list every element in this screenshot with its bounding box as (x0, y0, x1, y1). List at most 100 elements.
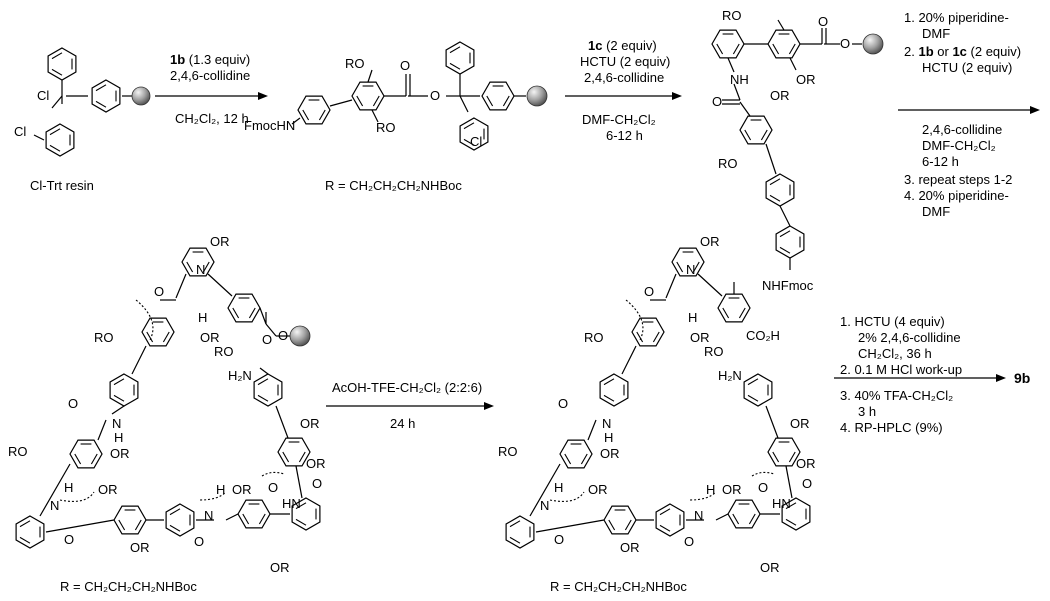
atom-or: OR (200, 330, 220, 345)
atom-n: N (694, 508, 703, 523)
atom-h: H (114, 430, 123, 445)
atom-o: O (802, 476, 812, 491)
step5-base: 2% 2,4,6-collidine (858, 330, 961, 345)
step3-coupling-agent: HCTU (2 equiv) (922, 60, 1012, 75)
atom-or: OR (270, 560, 290, 575)
resin-bead-icon (862, 33, 884, 55)
step2-base: 2,4,6-collidine (584, 70, 664, 85)
atom-nh: NH (730, 72, 749, 87)
atom-h: H (198, 310, 207, 325)
reaction-step-1: 1b (1.3 equiv) 2,4,6-collidine CH₂Cl₂, 1… (155, 52, 268, 126)
atom-o-link: O (430, 88, 440, 103)
atom-cl: Cl (37, 88, 49, 103)
atom-h: H (216, 482, 225, 497)
atom-or: OR (796, 456, 816, 471)
atom-ro: RO (345, 56, 365, 71)
dimer-resin-structure: RO O O OR NH O OR RO NHFmoc (711, 8, 884, 293)
step3-final-deprotection: 4. 20% piperidine- (904, 188, 1009, 203)
atom-ro: RO (704, 344, 724, 359)
atom-n: N (686, 262, 695, 277)
resin-bead-icon (289, 325, 311, 347)
atom-o: O (262, 332, 272, 347)
linear-hexamer-acid-structure: OR N O H OR RO RO CO₂H H₂N O N H OR RO O… (498, 234, 816, 594)
atom-o: O (154, 284, 164, 299)
step5-deprotection: 3. 40% TFA-CH₂Cl₂ (840, 388, 953, 403)
atom-n: N (540, 498, 549, 513)
atom-ro: RO (722, 8, 742, 23)
resin-bead-icon (131, 86, 151, 106)
atom-n: N (196, 262, 205, 277)
step3-time: 6-12 h (922, 154, 959, 169)
atom-o: O (64, 532, 74, 547)
atom-cl: Cl (14, 124, 26, 139)
atom-o: O (712, 94, 722, 109)
atom-or: OR (98, 482, 118, 497)
reaction-step-2: 1c (2 equiv) HCTU (2 equiv) 2,4,6-collid… (565, 38, 682, 143)
atom-o-link: O (278, 328, 288, 343)
atom-co2h: CO₂H (746, 328, 780, 343)
linear-hexamer-resin-structure: OR N O H OR RO RO O O H₂N O N H OR RO OR… (8, 234, 326, 594)
atom-h: H (688, 310, 697, 325)
final-compound-label: 9b (1014, 370, 1030, 386)
step2-coupling-agent: HCTU (2 equiv) (580, 54, 670, 69)
atom-fmochn: FmocHN (244, 118, 295, 133)
step4-time: 24 h (390, 416, 415, 431)
reaction-step-3: 1. 20% piperidine- DMF 2. 1b or 1c (2 eq… (898, 10, 1040, 219)
atom-n: N (50, 498, 59, 513)
atom-cl: Cl (470, 134, 482, 149)
step1-reagent: 1b (1.3 equiv) (170, 52, 250, 67)
atom-or: OR (130, 540, 150, 555)
atom-o: O (194, 534, 204, 549)
reaction-step-4: AcOH-TFE-CH₂Cl₂ (2:2:6) 24 h (326, 380, 494, 431)
atom-h: H (604, 430, 613, 445)
step5-purification: 4. RP-HPLC (9%) (840, 420, 943, 435)
atom-or: OR (760, 560, 780, 575)
resin-name-label: Cl-Trt resin (30, 178, 94, 193)
r-definition-bottom-right: R = CH₂CH₂CH₂NHBoc (550, 579, 687, 594)
atom-o: O (818, 14, 828, 29)
atom-or: OR (300, 416, 320, 431)
atom-or: OR (588, 482, 608, 497)
step3-deprotection: 1. 20% piperidine- (904, 10, 1009, 25)
biphenyl-ester-resin-structure: RO O O FmocHN RO Cl R = CH₂CH₂CH₂NHBoc (244, 41, 548, 193)
atom-o: O (758, 480, 768, 495)
atom-or: OR (210, 234, 230, 249)
atom-or: OR (620, 540, 640, 555)
atom-nhfmoc: NHFmoc (762, 278, 814, 293)
r-definition-top: R = CH₂CH₂CH₂NHBoc (325, 178, 462, 193)
step2-solvent: DMF-CH₂Cl₂ (582, 112, 656, 127)
atom-ro: RO (376, 120, 396, 135)
atom-h: H (64, 480, 73, 495)
atom-o-link: O (840, 36, 850, 51)
atom-o: O (554, 532, 564, 547)
cl-trt-resin-structure: Cl Cl Cl-Trt resin (14, 47, 151, 193)
atom-h: H (706, 482, 715, 497)
resin-bead-icon (526, 85, 548, 107)
atom-o: O (400, 58, 410, 73)
atom-o: O (68, 396, 78, 411)
atom-or: OR (110, 446, 130, 461)
step5-deprotection-time: 3 h (858, 404, 876, 419)
step1-conditions: CH₂Cl₂, 12 h (175, 111, 249, 126)
atom-o: O (268, 480, 278, 495)
step5-workup: 2. 0.1 M HCl work-up (840, 362, 962, 377)
atom-ro: RO (718, 156, 738, 171)
atom-or: OR (306, 456, 326, 471)
step1-base: 2,4,6-collidine (170, 68, 250, 83)
atom-o: O (312, 476, 322, 491)
atom-or: OR (722, 482, 742, 497)
atom-or: OR (790, 416, 810, 431)
atom-o: O (684, 534, 694, 549)
atom-or: OR (770, 88, 790, 103)
step2-reagent: 1c (2 equiv) (588, 38, 657, 53)
atom-hn: HN (282, 496, 301, 511)
atom-n: N (204, 508, 213, 523)
atom-n: N (602, 416, 611, 431)
atom-h: H (554, 480, 563, 495)
atom-h2n: H₂N (228, 368, 252, 383)
atom-ro: RO (214, 344, 234, 359)
step4-cleavage-reagent: AcOH-TFE-CH₂Cl₂ (2:2:6) (332, 380, 482, 395)
atom-or: OR (690, 330, 710, 345)
atom-hn: HN (772, 496, 791, 511)
